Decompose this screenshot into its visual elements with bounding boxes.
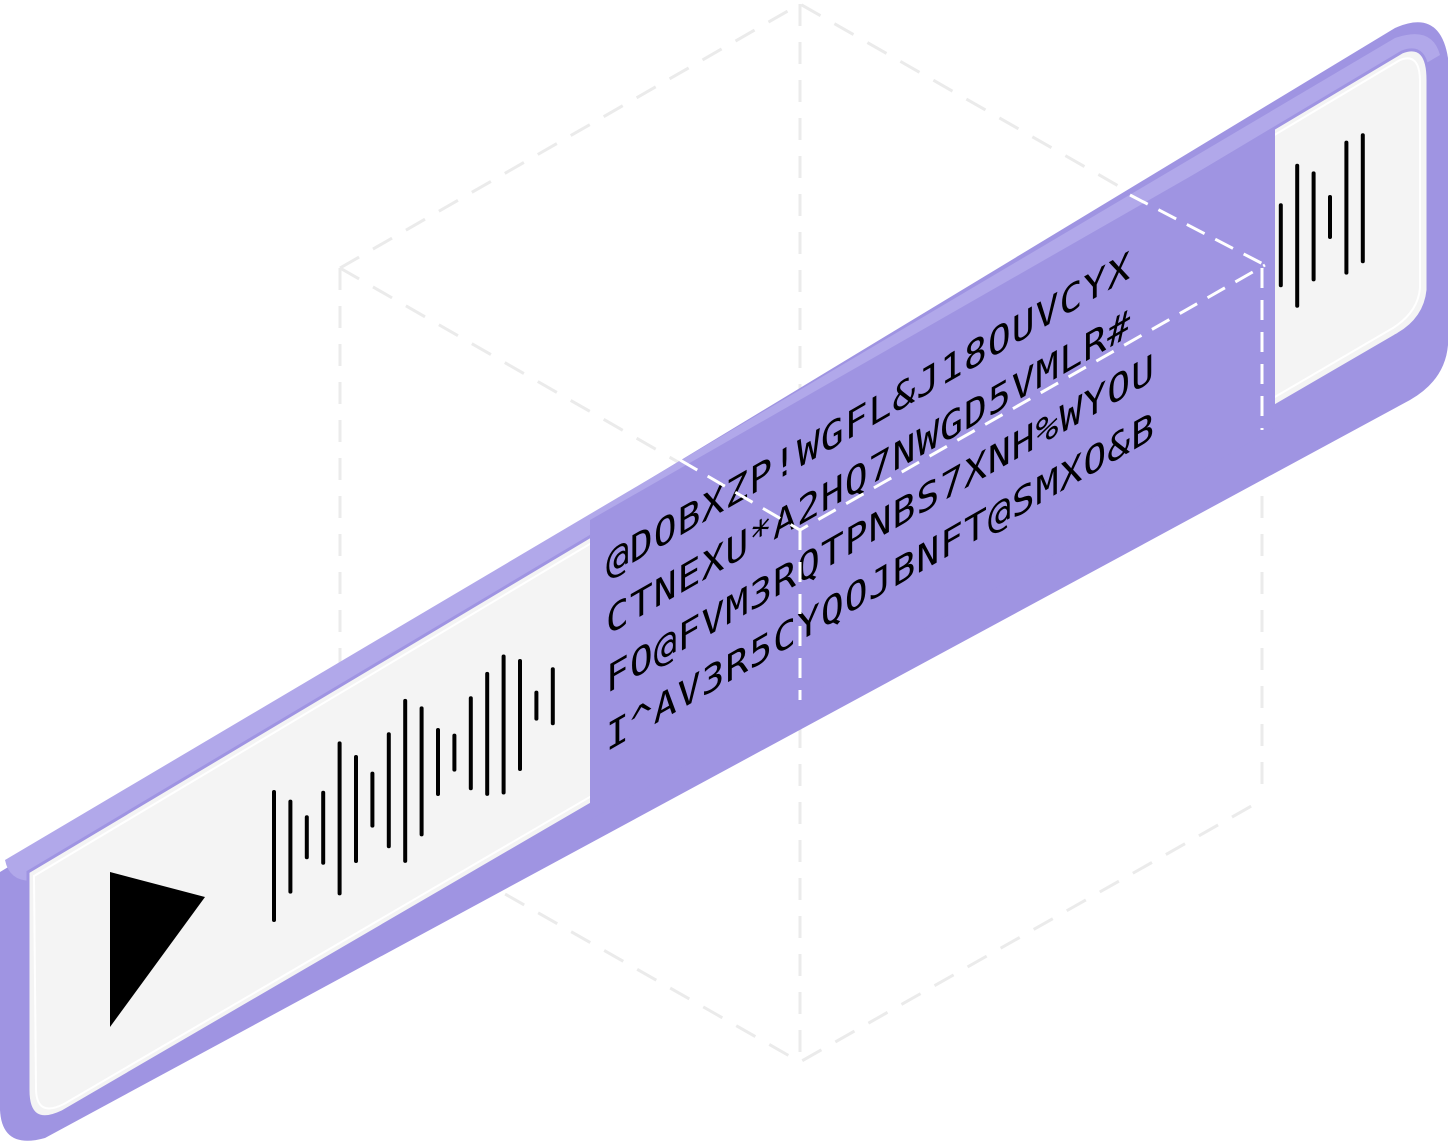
foreground-dashed-cube [679, 193, 1266, 700]
left-waveform-icon [272, 654, 555, 922]
encoded-block-bg [590, 128, 1275, 820]
encoded-text-block: @DOBXZP!WGFL&J18OUVCYX CTNEXU*A2HQ7NWGD5… [590, 128, 1275, 820]
play-triangle-icon[interactable] [110, 872, 205, 1027]
bar-front-outline [32, 57, 1421, 1110]
